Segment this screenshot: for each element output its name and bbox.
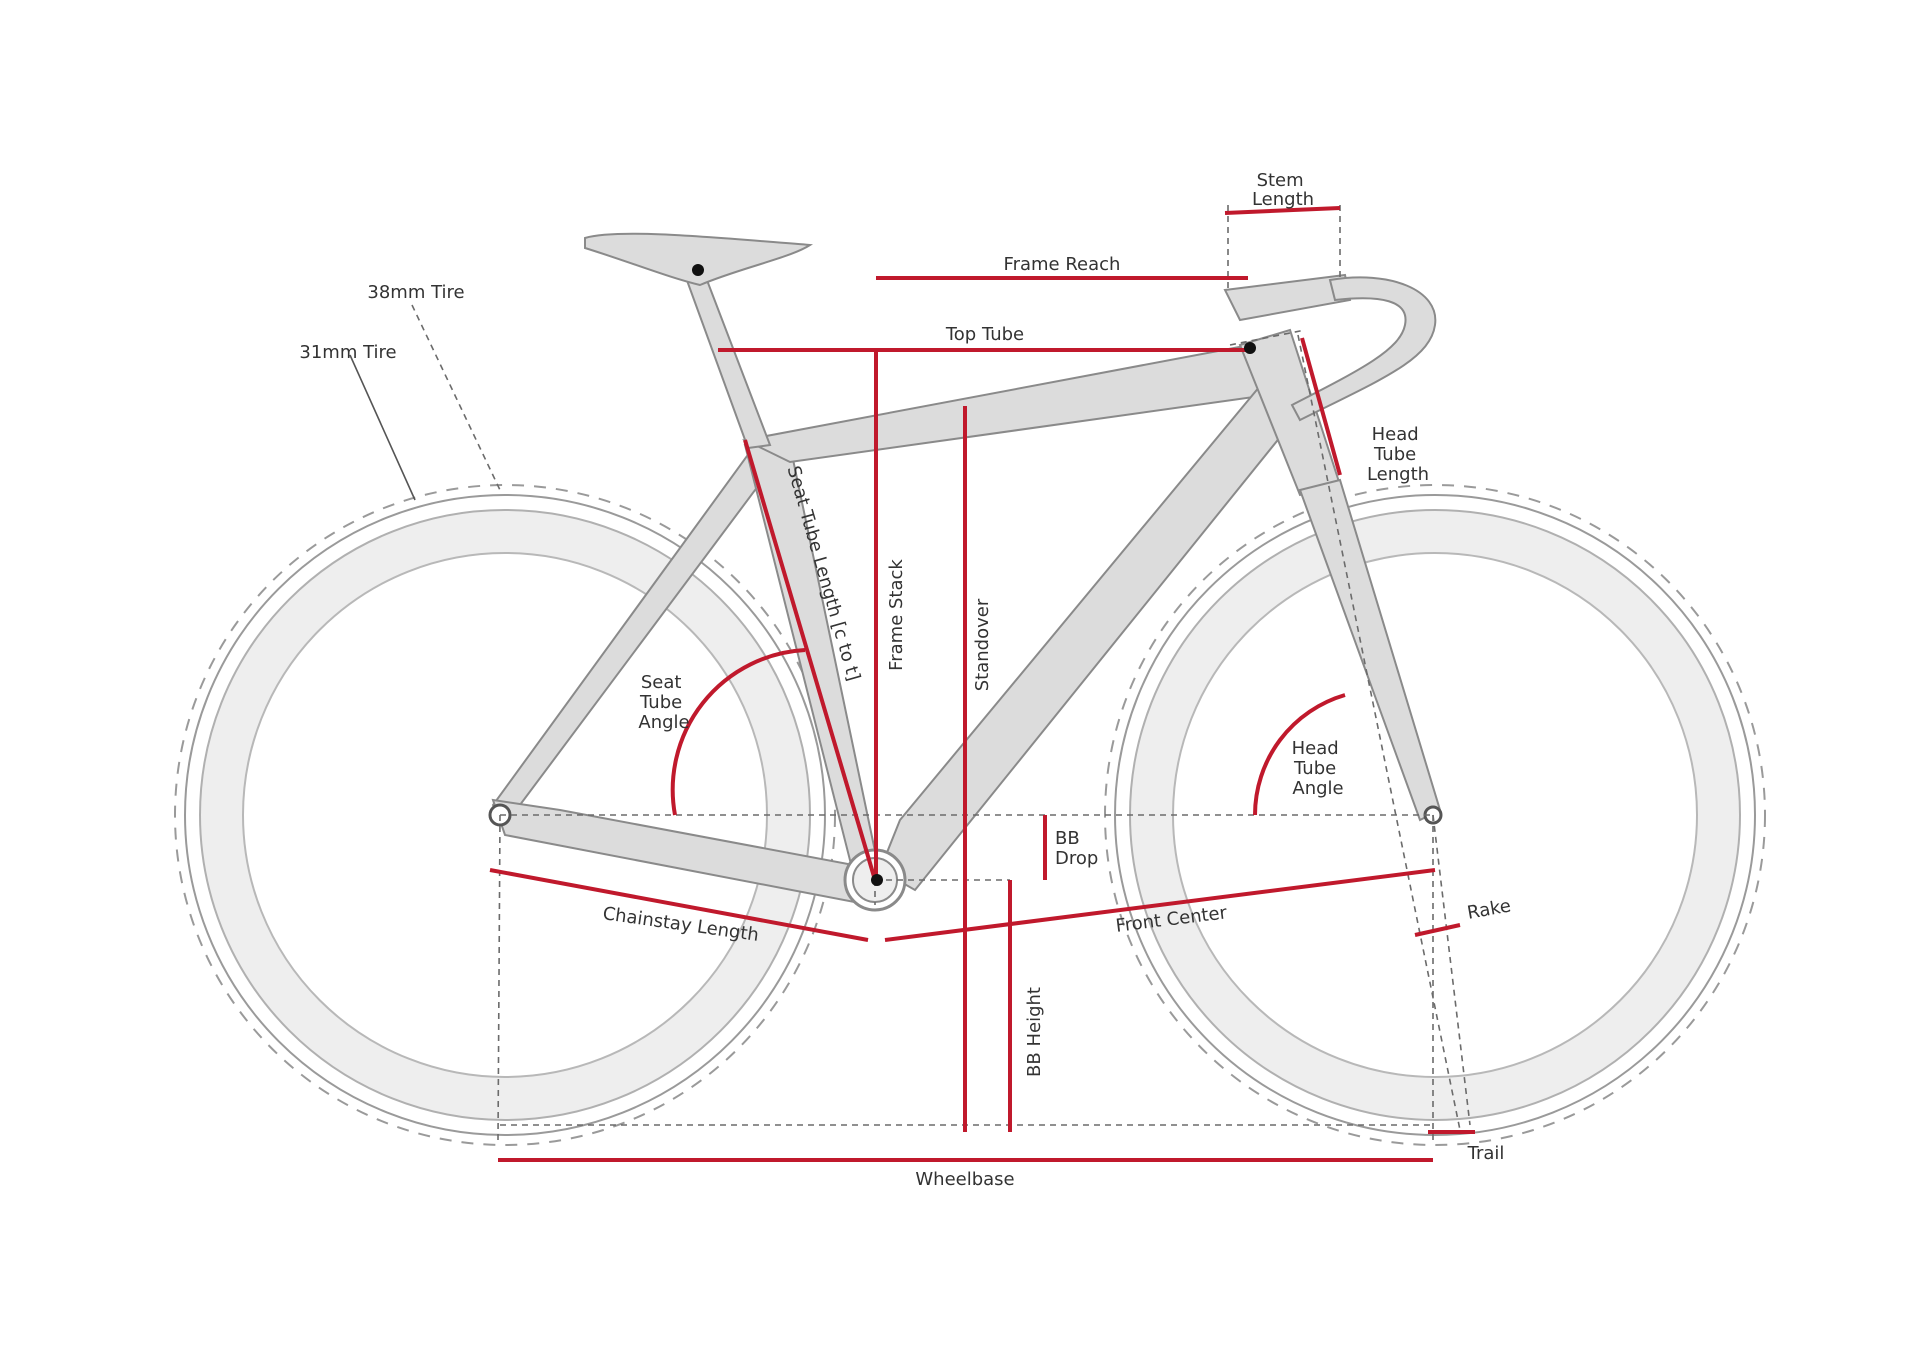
chainstay-length-line [489,868,869,942]
stem-length-line [1224,206,1341,215]
bb-height-label: BB Height [1024,987,1045,1077]
wheelbase-label: Wheelbase [915,1169,1014,1190]
head-tube-angle-label: Head Tube Angle [1292,738,1345,799]
frame-stack-label: Frame Stack [886,559,907,671]
frame-reach-label: Frame Reach [1004,254,1121,275]
tire-31-label: 31mm Tire [299,342,396,363]
stem-length-label: Stem Length [1252,170,1314,210]
bb-center-point [871,874,883,886]
front-center-line [884,868,1436,942]
bb-drop-label: BB Drop [1055,828,1098,869]
seat-tube-length-line [743,439,877,881]
trail-label: Trail [1467,1143,1505,1164]
head-tube-length-label: Head Tube Length [1367,424,1429,485]
saddle-point [692,264,704,276]
seat-tube-angle-arc [670,648,806,816]
head-tube-length-line [1300,337,1342,476]
rake-line [1414,923,1461,937]
head-tube-angle-arc [1253,693,1346,816]
head-tube-top-point [1244,342,1256,354]
tire-38-label: 38mm Tire [367,282,464,303]
standover-label: Standover [972,598,993,691]
top-tube-label: Top Tube [945,324,1024,345]
seat-tube-angle-label: Seat Tube Angle [638,672,689,733]
dimension-lines [489,206,1475,1162]
